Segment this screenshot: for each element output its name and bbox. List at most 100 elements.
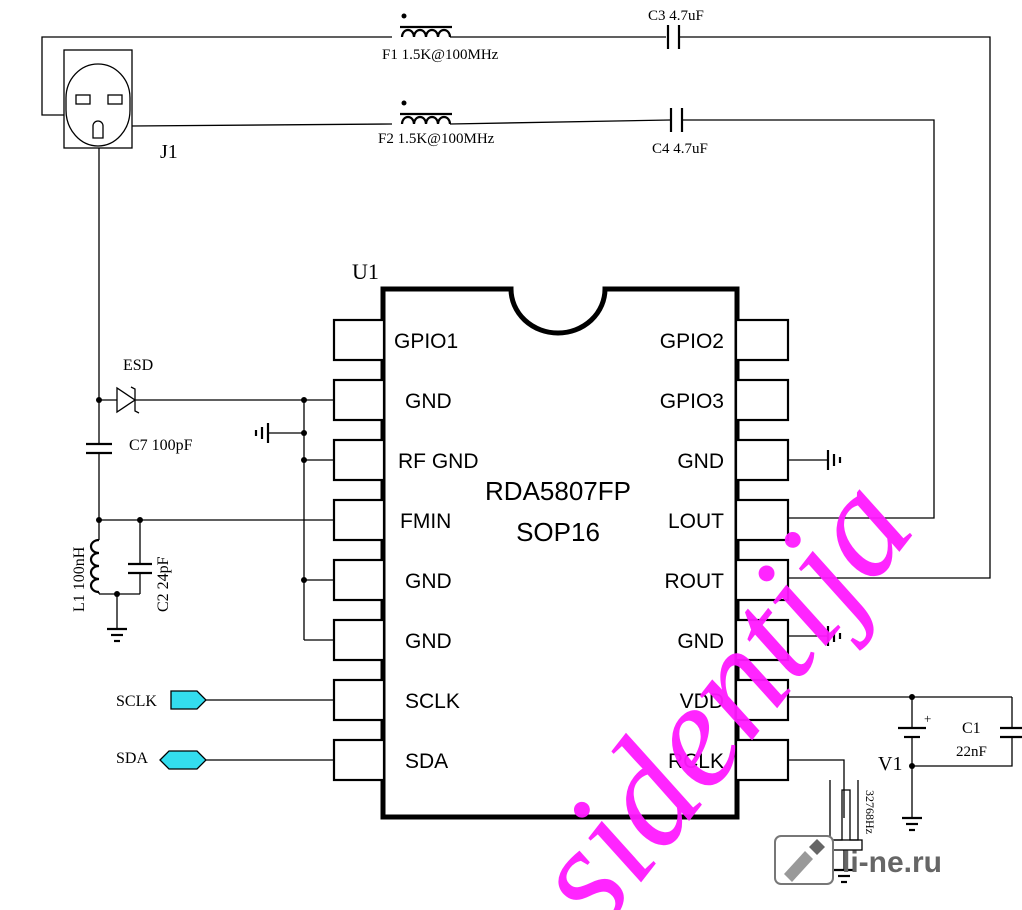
logo-text: li-ne.ru <box>842 846 942 879</box>
ferrite-f1: F1 1.5K@100MHz <box>382 13 666 63</box>
power-supply-label: V1 <box>878 753 902 775</box>
pin-left-1 <box>332 318 386 362</box>
capacitor-c3-label: C3 4.7uF <box>648 8 704 24</box>
pin-label-right-1: GPIO2 <box>660 330 724 353</box>
pin-left-7 <box>332 678 386 722</box>
esd-diode-triangle <box>116 386 137 414</box>
ferrite-f2-label: F2 1.5K@100MHz <box>378 131 495 147</box>
pin-left-6 <box>332 618 386 662</box>
ground-symbol-l1 <box>99 591 140 643</box>
battery-plus-sign: + <box>924 711 931 726</box>
junction-dot <box>301 577 307 583</box>
pin-label-right-6: GND <box>677 630 724 653</box>
pin-right-8 <box>734 738 790 782</box>
pin-right-3 <box>734 438 790 482</box>
net-sclk-flag <box>170 690 207 710</box>
net-sclk: SCLK <box>116 690 334 710</box>
junction-dot <box>301 397 307 403</box>
pin-label-right-5: ROUT <box>665 570 725 593</box>
pin-label-left-4: FMIN <box>400 510 451 533</box>
pin-left-8 <box>332 738 386 782</box>
pin-right-1 <box>734 318 790 362</box>
esd-diode: ESD <box>99 357 334 414</box>
jack-contact-right <box>107 94 123 105</box>
pin-label-right-4: LOUT <box>668 510 724 533</box>
ground-symbol-right-1 <box>788 450 842 470</box>
chip-package-label: SOP16 <box>516 517 600 547</box>
capacitor-c1: C1 22nF <box>909 697 1022 769</box>
crystal-frequency-label: 32768Hz <box>863 790 877 834</box>
jack-socket <box>65 63 131 147</box>
pin-left-5 <box>332 558 386 602</box>
pin-left-3 <box>332 438 386 482</box>
pin-right-2 <box>734 378 790 422</box>
capacitor-c1-value: 22nF <box>956 744 987 760</box>
jack-contact-ground <box>92 120 104 139</box>
pin-right-7 <box>734 678 790 722</box>
ferrite-f2: F2 1.5K@100MHz <box>378 100 671 147</box>
inductor-l1-label: L1 100nH <box>71 546 88 612</box>
pin-label-left-5: GND <box>405 570 452 593</box>
capacitor-c4-label: C4 4.7uF <box>652 141 708 157</box>
jack-contact-left <box>75 94 91 105</box>
capacitor-c7: C7 100pF <box>86 400 193 520</box>
jack-j1: J1 <box>63 49 178 163</box>
chip-body <box>380 286 740 820</box>
pin-right-6 <box>734 618 790 662</box>
chip-part-label: RDA5807FP <box>485 476 631 506</box>
pin-label-left-6: GND <box>405 630 452 653</box>
chip-ref-label: U1 <box>352 259 379 284</box>
wire-c4-to-lout <box>683 119 935 519</box>
watermark-logo: li-ne.ru <box>774 835 942 885</box>
jack-body <box>63 49 133 149</box>
jack-label: J1 <box>160 141 178 163</box>
junction-dot <box>301 430 307 436</box>
pin-label-right-7: VDD <box>680 690 724 713</box>
ferrite-f2-polarity-dot <box>401 100 407 106</box>
pin-right-5 <box>734 558 790 602</box>
pencil-icon <box>784 851 813 882</box>
wire-jack-left-to-f1 <box>41 36 392 116</box>
pin-label-left-2: GND <box>405 390 452 413</box>
pin-label-right-8: RCLK <box>668 750 724 773</box>
pin-label-left-8: SDA <box>405 750 448 773</box>
net-sclk-label: SCLK <box>116 693 157 710</box>
ferrite-f1-polarity-dot <box>401 13 407 19</box>
pin-right-4 <box>734 498 790 542</box>
crystal-oscillator: 32768Hz <box>788 759 877 884</box>
pin-label-right-2: GPIO3 <box>660 390 724 413</box>
inductor-l1-coil <box>89 538 100 594</box>
junction-dot <box>301 457 307 463</box>
wire-rclk <box>788 759 845 818</box>
junction-dot <box>909 763 915 769</box>
pin-left-4 <box>332 498 386 542</box>
pin-label-left-3: RF GND <box>398 450 479 473</box>
capacitor-c2-label: C2 24pF <box>155 556 172 612</box>
ferrite-f2-coil <box>400 115 452 125</box>
capacitor-c1-ref: C1 <box>962 720 981 737</box>
wire-jack-right-to-f2 <box>131 123 393 127</box>
capacitor-c2: C2 24pF <box>128 520 172 612</box>
inductor-l1: L1 100nH <box>71 520 100 612</box>
pin-label-left-7: SCLK <box>405 690 460 713</box>
esd-label: ESD <box>123 357 153 374</box>
pin-label-left-1: GPIO1 <box>394 330 458 353</box>
left-ground-bus <box>254 397 334 641</box>
net-sda: SDA <box>116 750 334 770</box>
ground-symbol-right-2 <box>788 626 842 646</box>
net-sda-flag <box>159 750 207 770</box>
net-sda-label: SDA <box>116 750 148 767</box>
pin-label-right-3: GND <box>677 450 724 473</box>
wire-c3-to-rout <box>680 36 991 579</box>
wire-f2-to-c4 <box>449 119 671 125</box>
power-supply-v1: + V1 <box>788 694 1012 832</box>
ferrite-f1-coil <box>400 28 452 38</box>
ferrite-f1-label: F1 1.5K@100MHz <box>382 47 499 63</box>
capacitor-c3: C3 4.7uF <box>648 8 991 579</box>
capacitor-c7-label: C7 100pF <box>129 437 193 454</box>
wire-c1-to-ground <box>912 737 1013 767</box>
